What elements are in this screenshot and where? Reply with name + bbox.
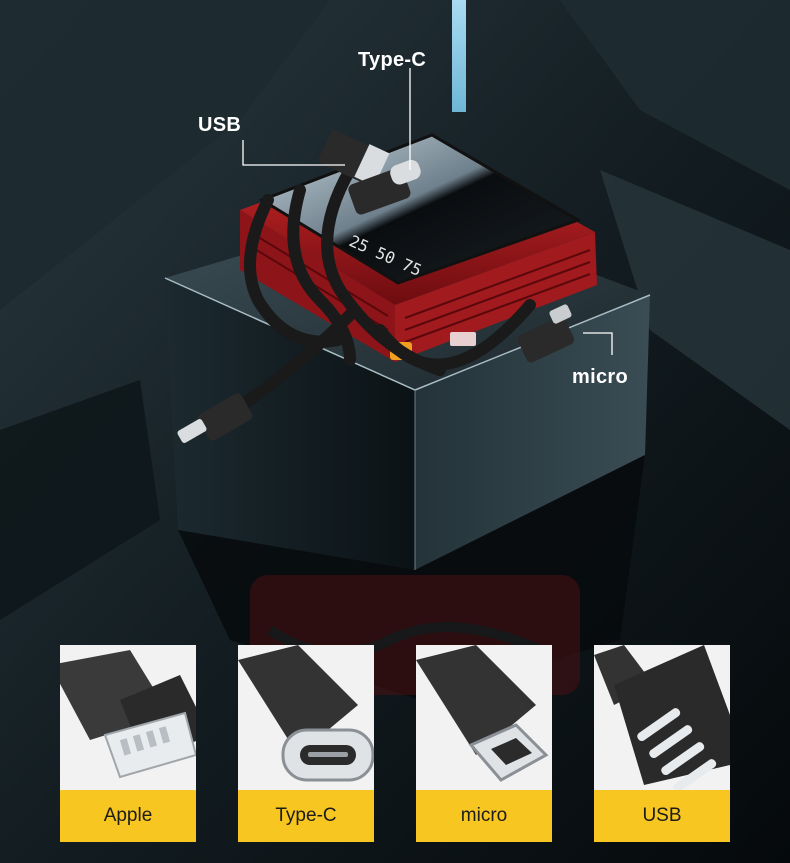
usb-c-connector-icon <box>238 645 374 790</box>
connector-card-micro: micro <box>416 645 552 842</box>
micro-plug-side <box>517 304 575 363</box>
usb-port-icon <box>450 332 476 346</box>
connector-card-usb: USB <box>594 645 730 842</box>
callout-micro: micro <box>572 366 628 388</box>
usb-a-connector-icon <box>594 645 730 790</box>
usb-plug-top <box>318 130 390 187</box>
connector-card-type-c: Type-C <box>238 645 374 842</box>
micro-usb-connector-icon <box>416 645 552 790</box>
cables <box>229 164 536 416</box>
light-beam <box>452 0 466 112</box>
card-label-apple: Apple <box>103 805 153 826</box>
callout-type-c: Type-C <box>358 49 427 71</box>
callout-usb: USB <box>198 114 242 136</box>
connector-card-apple: Apple <box>60 645 196 842</box>
lightning-plug-side <box>177 393 253 443</box>
card-label-type-c: Type-C <box>275 805 337 826</box>
callout-lines <box>242 68 613 355</box>
card-label-micro: micro <box>460 805 508 826</box>
lightning-connector-icon <box>60 645 196 790</box>
type-c-plug-top <box>348 159 421 215</box>
card-label-usb: USB <box>642 805 682 826</box>
